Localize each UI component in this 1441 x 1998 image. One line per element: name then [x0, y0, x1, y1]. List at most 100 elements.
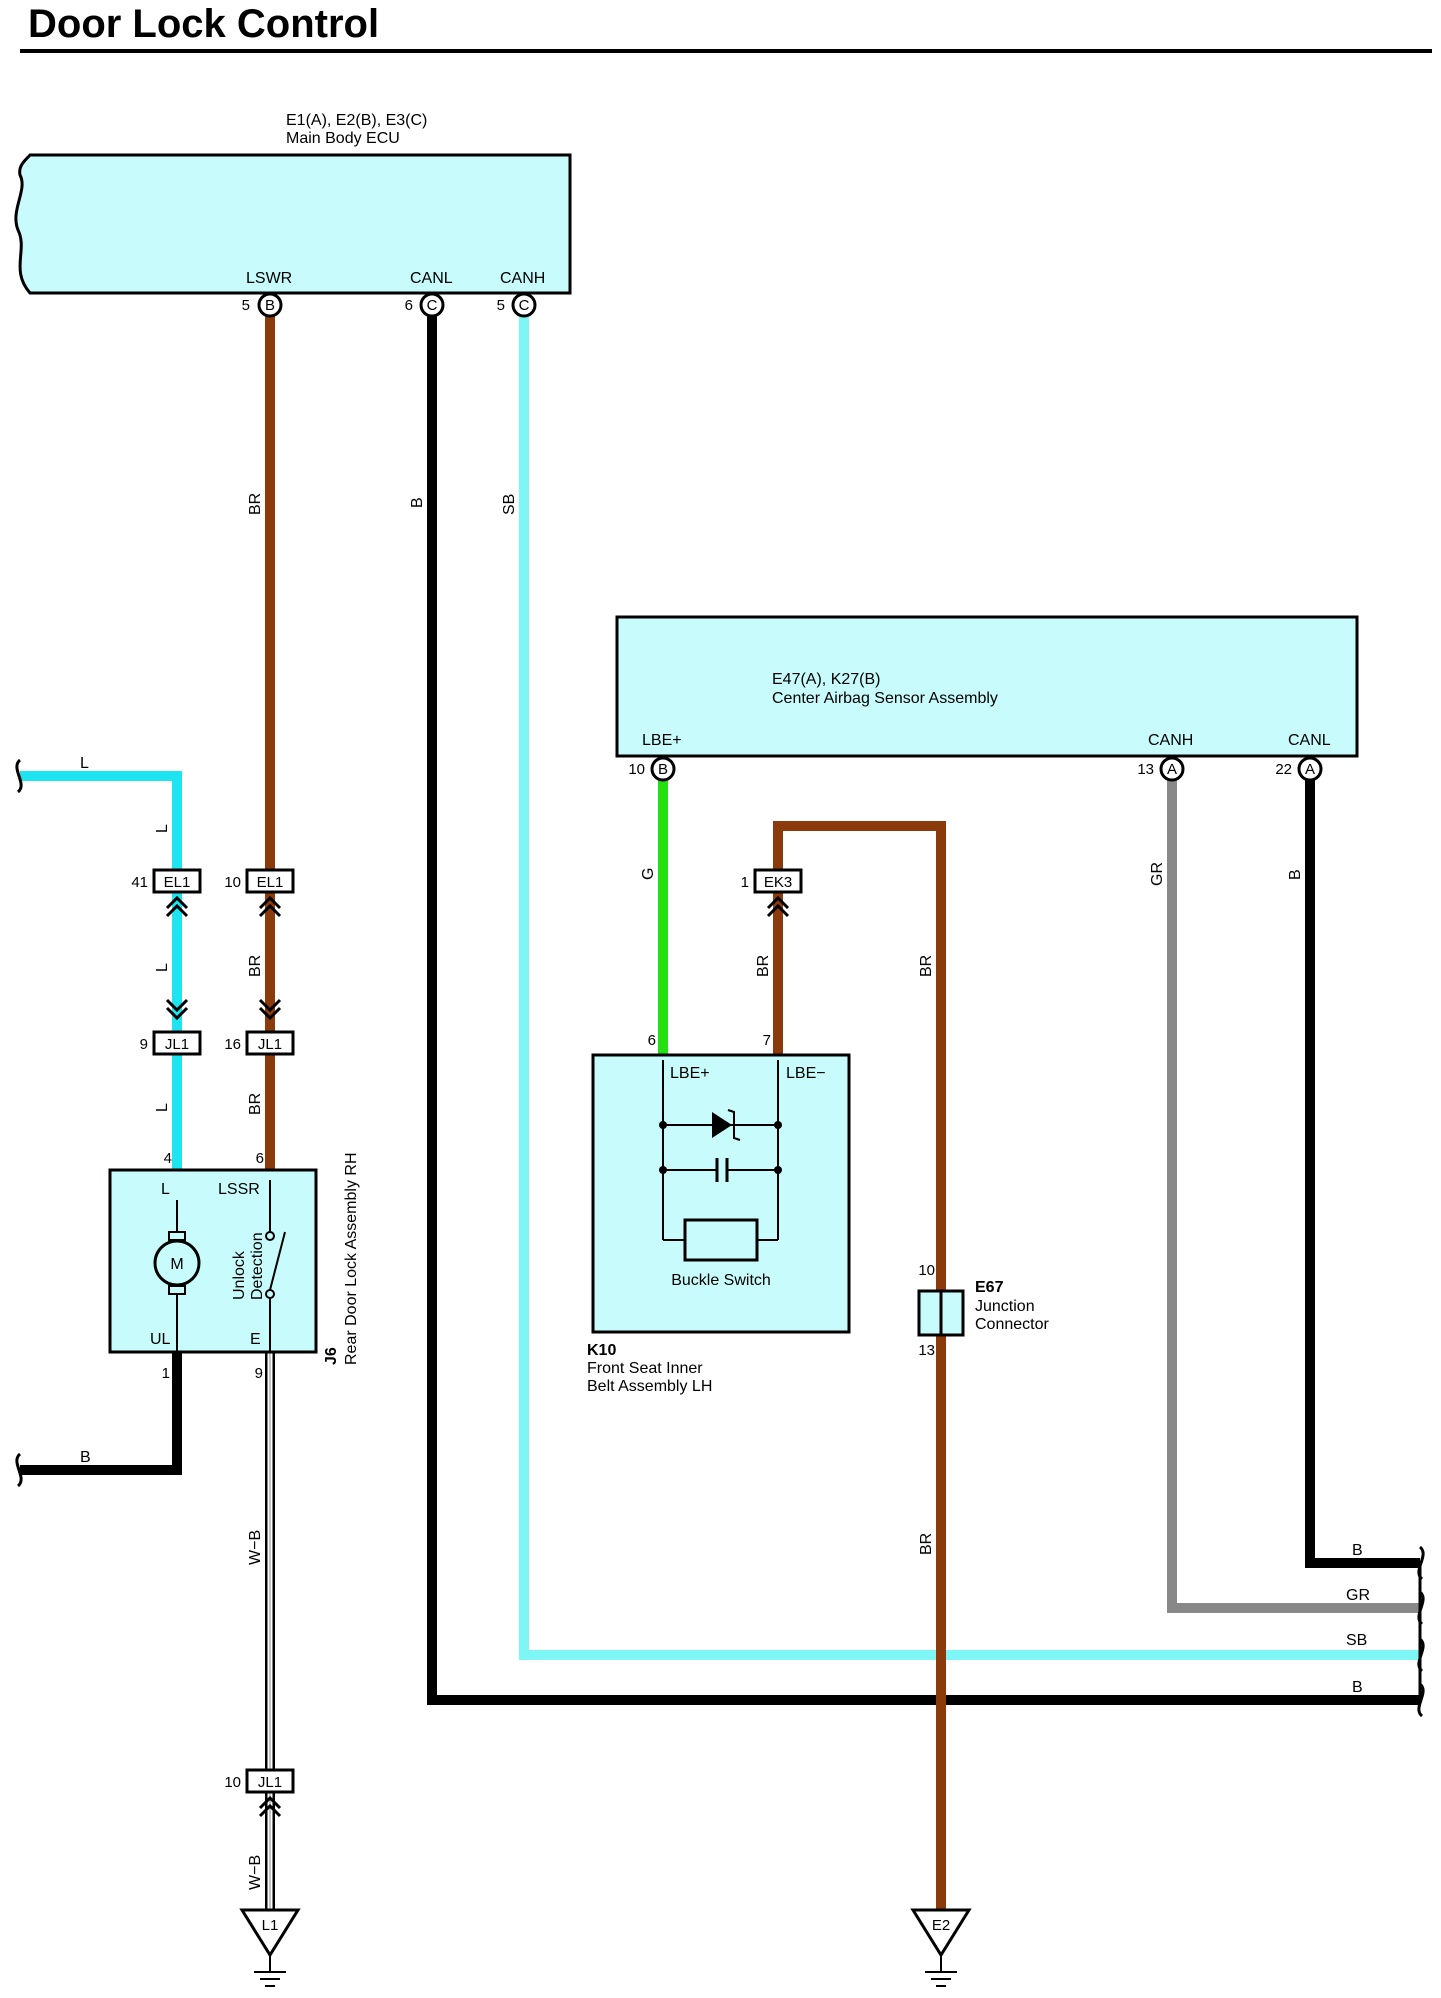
svg-text:9: 9 [140, 1036, 148, 1053]
svg-text:M: M [170, 1256, 183, 1273]
ground-e2: E2 [910, 1908, 972, 1987]
svg-text:Junction: Junction [975, 1298, 1035, 1315]
svg-text:6: 6 [256, 1150, 264, 1167]
svg-text:Rear Door Lock Assembly RH: Rear Door Lock Assembly RH [343, 1152, 360, 1365]
svg-text:LBE+: LBE+ [642, 732, 682, 749]
main-ecu-name: Main Body ECU [286, 130, 400, 147]
svg-text:10: 10 [224, 1774, 241, 1791]
svg-text:GR: GR [1149, 862, 1166, 886]
svg-text:Buckle Switch: Buckle Switch [671, 1272, 771, 1289]
svg-text:5: 5 [497, 297, 505, 314]
svg-text:5: 5 [242, 297, 250, 314]
svg-text:G: G [640, 868, 657, 880]
svg-text:E2: E2 [932, 1917, 950, 1934]
svg-text:L: L [154, 824, 171, 833]
svg-text:JL1: JL1 [258, 1036, 282, 1053]
svg-text:BR: BR [918, 955, 935, 977]
svg-text:7: 7 [763, 1032, 771, 1049]
svg-text:6: 6 [405, 297, 413, 314]
svg-text:4: 4 [164, 1150, 172, 1167]
svg-text:L: L [80, 755, 89, 772]
svg-text:SB: SB [1346, 1632, 1367, 1649]
page-title: Door Lock Control [28, 2, 380, 46]
svg-text:Belt Assembly LH: Belt Assembly LH [587, 1378, 712, 1395]
front-seat-inner-belt: 6 7 LBE+ LBE− Buckle Switch K10 Front Se… [587, 1032, 851, 1395]
svg-text:6: 6 [648, 1032, 656, 1049]
svg-text:E: E [250, 1331, 261, 1348]
svg-text:W−B: W−B [247, 1855, 264, 1890]
svg-text:L: L [161, 1181, 170, 1198]
title-rule [20, 49, 1432, 53]
switch-symbol [269, 1231, 286, 1291]
svg-text:A: A [1167, 761, 1177, 778]
svg-text:L: L [154, 963, 171, 972]
zener-diode-symbol [712, 1112, 732, 1138]
svg-text:C: C [427, 297, 438, 314]
main-body-ecu: E1(A), E2(B), E3(C) Main Body ECU LSWR C… [14, 112, 572, 295]
main-ecu-ref: E1(A), E2(B), E3(C) [286, 112, 427, 129]
rear-door-lock-assembly: 4 6 L LSSR UL E 1 9 M Unlock Detection J… [108, 1150, 360, 1382]
svg-text:BR: BR [755, 955, 772, 977]
svg-text:L1: L1 [262, 1917, 279, 1934]
svg-text:EL1: EL1 [164, 874, 191, 891]
buckle-switch-symbol [683, 1218, 759, 1262]
svg-text:16: 16 [224, 1036, 241, 1053]
svg-text:10: 10 [918, 1262, 935, 1279]
wire-break-marks [15, 758, 1425, 1718]
ecu-term-canh: CANH [500, 270, 545, 287]
svg-text:BR: BR [918, 1533, 935, 1555]
motor-symbol [153, 1239, 201, 1287]
svg-text:GR: GR [1346, 1587, 1370, 1604]
wire-sb-canh [519, 305, 1420, 1660]
svg-text:10: 10 [628, 761, 645, 778]
svg-text:A: A [1305, 761, 1315, 778]
svg-text:BR: BR [247, 955, 264, 977]
svg-text:1: 1 [162, 1365, 170, 1382]
svg-text:E67: E67 [975, 1279, 1004, 1296]
svg-text:B: B [265, 297, 275, 314]
svg-text:LBE−: LBE− [786, 1065, 826, 1082]
svg-text:SB: SB [501, 494, 518, 515]
connector-jl1-9: JL1 9 [140, 998, 202, 1056]
wire-labels: BR B SB L L L BR L BR B W−B W−B G BR BR … [80, 493, 1370, 1890]
svg-text:BR: BR [247, 1093, 264, 1115]
svg-text:CANL: CANL [1288, 732, 1331, 749]
connector-jl1-16: JL1 16 [224, 998, 295, 1056]
svg-text:J6: J6 [323, 1347, 340, 1365]
svg-text:LBE+: LBE+ [670, 1065, 710, 1082]
svg-text:W−B: W−B [247, 1530, 264, 1565]
ecu-term-canl: CANL [410, 270, 453, 287]
svg-text:CANH: CANH [1148, 732, 1193, 749]
connector-el1-41: EL1 41 [131, 868, 202, 918]
svg-text:JL1: JL1 [258, 1774, 282, 1791]
svg-text:Connector: Connector [975, 1316, 1049, 1333]
inline-connectors: EL1 41 EL1 10 JL1 9 JL1 16 EK3 [131, 868, 803, 1818]
svg-text:B: B [1287, 869, 1304, 880]
svg-text:JL1: JL1 [165, 1036, 189, 1053]
svg-text:K10: K10 [587, 1342, 616, 1359]
svg-text:Unlock: Unlock [231, 1250, 248, 1300]
svg-text:UL: UL [150, 1331, 171, 1348]
svg-text:1: 1 [741, 874, 749, 891]
center-airbag-sensor: E47(A), K27(B) Center Airbag Sensor Asse… [615, 615, 1359, 782]
wire-gr-canh [1167, 780, 1420, 1613]
ecu-terminal-circles: B 5 C 6 C 5 [242, 292, 537, 318]
svg-text:LSSR: LSSR [218, 1181, 260, 1198]
svg-text:41: 41 [131, 874, 148, 891]
svg-text:B: B [1352, 1542, 1363, 1559]
svg-text:13: 13 [918, 1342, 935, 1359]
wire-br-lbe-minus [773, 821, 946, 1910]
wire-b-canl [427, 305, 1420, 1705]
svg-text:B: B [80, 1449, 91, 1466]
ecu-term-lswr: LSWR [246, 270, 292, 287]
connector-el1-10: EL1 10 [224, 868, 295, 918]
wire-b-ul [20, 1352, 182, 1475]
ground-l1: L1 [239, 1908, 301, 1987]
connector-jl1-10: JL1 10 [224, 1768, 295, 1818]
connector-ek3-1: EK3 1 [741, 868, 803, 918]
junction-connector-e67: 10 13 E67 Junction Connector [917, 1262, 1049, 1359]
svg-text:EL1: EL1 [257, 874, 284, 891]
svg-text:C: C [519, 297, 530, 314]
svg-text:BR: BR [247, 493, 264, 515]
